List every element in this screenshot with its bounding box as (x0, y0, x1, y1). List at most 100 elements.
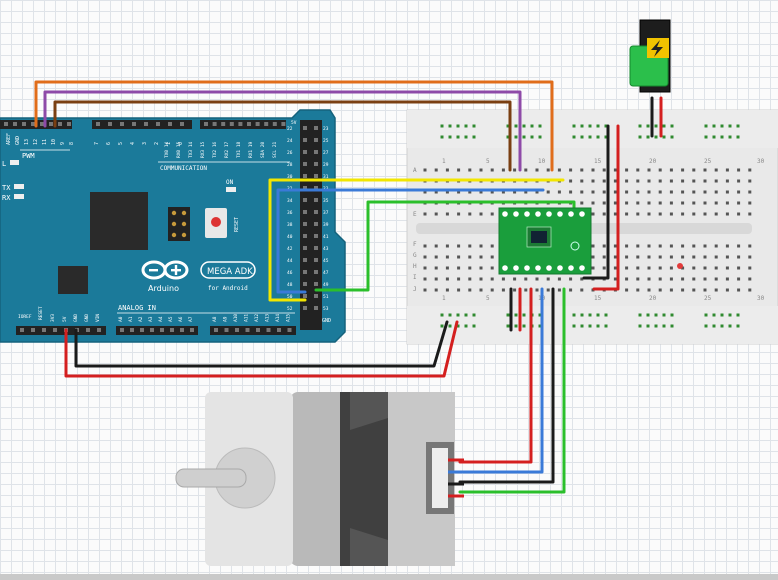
row-letter: J (413, 286, 417, 293)
header-pin-label: 52 (287, 306, 293, 312)
driver-pin (557, 265, 563, 271)
breadboard-hole (737, 288, 741, 292)
breadboard-hole (669, 201, 673, 205)
analog-pin-label: A15 (286, 314, 292, 322)
header-pin (303, 234, 307, 238)
driver-pins (502, 211, 585, 271)
header-pin-label: 42 (287, 246, 293, 252)
wire-purple (43, 90, 522, 172)
power-rail-hole (720, 135, 724, 139)
breadboard-hole (737, 179, 741, 183)
driver-pin (546, 211, 552, 217)
breadboard-hole (445, 212, 449, 216)
breadboard-hole (625, 277, 629, 281)
breadboard-hole (602, 255, 606, 259)
power-rail-hole (522, 324, 526, 328)
power-rail-hole (506, 324, 510, 328)
col-number: 15 (594, 158, 602, 165)
power-rail-hole (464, 135, 468, 139)
breadboard-hole (423, 244, 427, 248)
header-pin-label: 45 (323, 258, 329, 264)
breadboard-hole (580, 190, 584, 194)
power-rail-hole (704, 124, 708, 128)
breadboard-hole (580, 168, 584, 172)
header-pin-label: 49 (323, 282, 329, 288)
power-rail-hole (472, 124, 476, 128)
breadboard-hole (714, 266, 718, 270)
breadboard-hole (546, 277, 550, 281)
power-rail-hole (596, 324, 600, 328)
header-pin (53, 328, 57, 332)
breadboard-hole (636, 179, 640, 183)
breadboard-hole (513, 277, 517, 281)
label-pin-9: 9 (60, 142, 66, 145)
power-rail-hole (712, 124, 716, 128)
breadboard-hole (457, 277, 461, 281)
label-3v3: 3V3 (50, 314, 56, 322)
breadboard-hole (513, 168, 517, 172)
header-pin (140, 328, 144, 332)
breadboard-hole (479, 190, 483, 194)
wire-orange (34, 80, 554, 172)
breadboard-hole (490, 288, 494, 292)
power-rail-hole (440, 135, 444, 139)
breadboard-hole (692, 255, 696, 259)
power-rail-hole (538, 324, 542, 328)
header-pin-label: 36 (287, 210, 293, 216)
breadboard-hole (468, 266, 472, 270)
label-analog-in: ANALOG IN (118, 304, 156, 312)
power-rail-hole (448, 324, 452, 328)
breadboard-hole (445, 244, 449, 248)
breadboard-hole (479, 288, 483, 292)
breadboard: A E F G H I J 1 5 10 15 20 25 30 1 5 10 … (406, 109, 778, 345)
header-pin (40, 122, 44, 126)
breadboard-hole (423, 212, 427, 216)
driver-pin (579, 211, 585, 217)
header-pin (272, 122, 277, 126)
header-pin (221, 122, 226, 126)
breadboard-hole (681, 168, 685, 172)
breadboard-hole (613, 277, 617, 281)
breadboard-hole (703, 179, 707, 183)
wire-red-power (64, 320, 459, 378)
header-pin (314, 282, 318, 286)
breadboard-hole (557, 190, 561, 194)
wire-blue (276, 188, 545, 294)
label-ioref: IOREF (18, 314, 32, 320)
breadboard-hole (737, 212, 741, 216)
breadboard-hole (669, 244, 673, 248)
power-rail-hole (448, 124, 452, 128)
power-rail-hole (704, 324, 708, 328)
header-pin (314, 162, 318, 166)
breadboard-hole (501, 288, 505, 292)
breadboard-hole (703, 288, 707, 292)
breadboard-hole (737, 168, 741, 172)
breadboard-hole (748, 179, 752, 183)
power-rail-hole (596, 313, 600, 317)
label-vin: VIN (95, 314, 101, 322)
label-pin-10: 10 (51, 139, 57, 145)
power-rail-hole (514, 124, 518, 128)
header-pin (238, 122, 243, 126)
breadboard-hole (725, 255, 729, 259)
breadboard-hole (703, 190, 707, 194)
comm-pin-label: TX1 18 (236, 141, 242, 158)
breadboard-hole (445, 168, 449, 172)
col-number: 1 (442, 295, 446, 302)
model-badge-text: MEGA ADK (207, 267, 253, 277)
driver-pin (524, 211, 530, 217)
row-letter: G (413, 252, 417, 259)
breadboard-hole (501, 168, 505, 172)
header-pin (255, 122, 260, 126)
power-rail-hole (440, 124, 444, 128)
power-rail-hole (646, 135, 650, 139)
analog-pin-label: A2 (138, 316, 144, 322)
bottom-header-pins (20, 328, 292, 332)
analog-pin-label: A1 (128, 316, 134, 322)
header-pin (22, 122, 26, 126)
usb-chip (58, 266, 88, 294)
power-rail-hole (712, 313, 716, 317)
breadboard-hole (490, 168, 494, 172)
